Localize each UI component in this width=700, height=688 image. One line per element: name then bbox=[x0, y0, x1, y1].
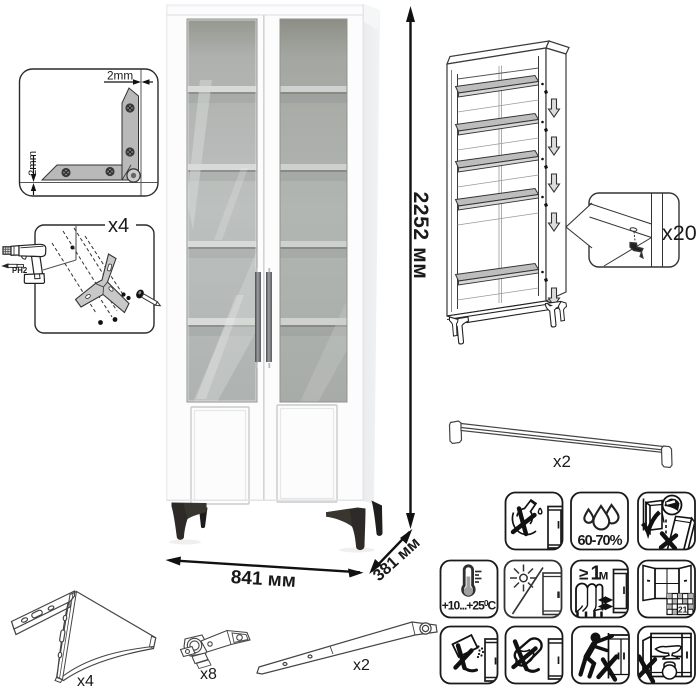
svg-text:x4: x4 bbox=[77, 673, 94, 688]
svg-text:2252 мм: 2252 мм bbox=[409, 192, 432, 280]
svg-text:x8: x8 bbox=[200, 666, 217, 683]
svg-text:PH2: PH2 bbox=[12, 266, 28, 275]
svg-text:841 мм: 841 мм bbox=[230, 567, 296, 592]
svg-text:+10...+250C: +10...+250C bbox=[442, 598, 497, 613]
svg-text:381 мм: 381 мм bbox=[370, 534, 424, 585]
svg-text:60-70%: 60-70% bbox=[578, 533, 623, 549]
svg-text:2mm: 2mm bbox=[27, 151, 39, 176]
svg-text:м: м bbox=[599, 568, 609, 583]
svg-text:2mm: 2mm bbox=[107, 69, 133, 83]
svg-text:x20: x20 bbox=[662, 221, 697, 245]
svg-text:21: 21 bbox=[678, 604, 688, 614]
svg-text:x2: x2 bbox=[553, 452, 571, 471]
svg-text:≥: ≥ bbox=[579, 565, 588, 584]
svg-text:x4: x4 bbox=[108, 215, 129, 237]
svg-text:x2: x2 bbox=[353, 657, 370, 674]
svg-text:1: 1 bbox=[591, 563, 602, 585]
